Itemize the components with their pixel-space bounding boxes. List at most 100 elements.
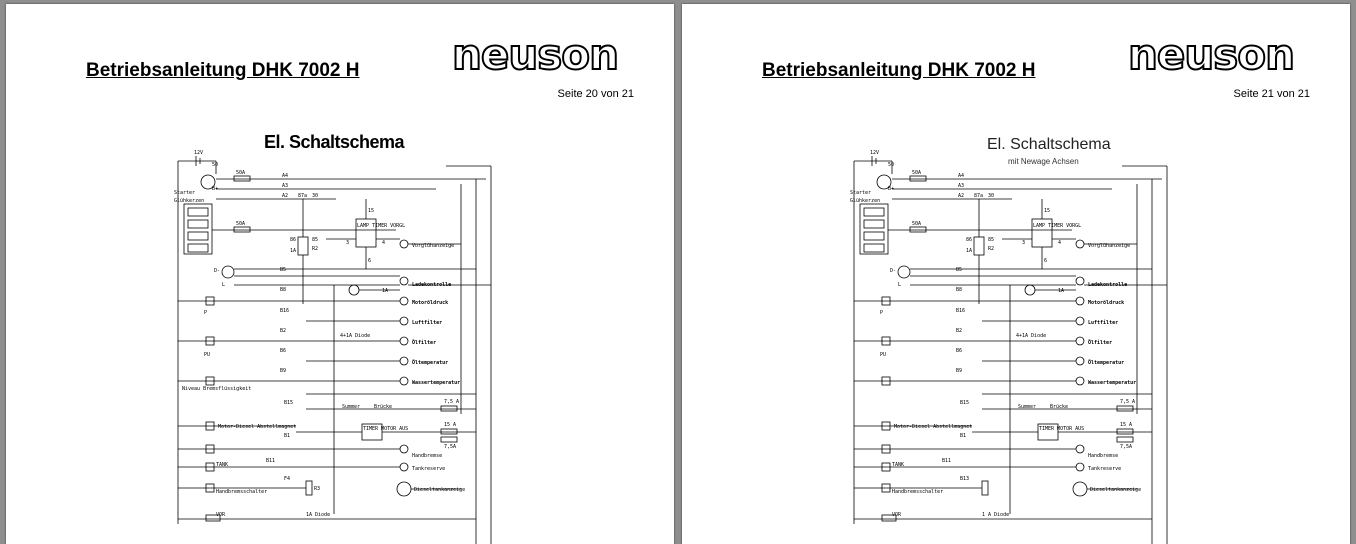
label-buzzer: Summer [342,404,360,410]
label-b1: B1 [960,433,966,439]
label-a3: A3 [958,183,964,189]
label-r2: R2 [988,246,994,252]
label-fuel-gauge: Dieseltankanzeige [414,487,465,493]
label-b9: B9 [956,368,962,374]
label-charge: Ladekontrolle [412,282,451,288]
label-t3: 3 [1022,240,1025,246]
label-vor: VOR [892,512,902,518]
label-diode: 4+1A Diode [340,333,370,339]
label-fuel-gauge: Dieseltankanzeige [1090,487,1141,493]
label-handbrake: Handbremse [1088,453,1118,459]
label-tank-reserve: Tankreserve [1088,466,1121,472]
label-bridge: Brücke [1050,404,1068,410]
label-t3: 3 [346,240,349,246]
label-fuse-1a: 1A [382,288,388,294]
label-fuse-50a-1: 50A [912,170,921,176]
label-shutoff: Motor-Diesel Abstellmagnet [218,424,296,430]
label-diode-1a: 1 A Diode [982,512,1009,518]
label-t1a: 1A [966,248,972,254]
label-t86: 86 [966,237,972,243]
label-glow-indicator: Vorglühanzeige [1088,243,1130,249]
label-pu: PU [880,352,886,358]
label-brake-fluid: Niveau Bremsflüssigkeit [182,386,251,392]
label-p: P [880,310,883,316]
label-t1a: 1A [290,248,296,254]
label-t87a: 87a [974,193,983,199]
label-t6: 6 [1044,258,1047,264]
label-battery: 12V [870,150,879,156]
document-page-20: Betriebsanleitung DHK 7002 H neuson Seit… [6,4,674,544]
label-b16: B16 [956,308,965,314]
label-t85: 85 [988,237,994,243]
label-a4: A4 [282,173,288,179]
label-bplus: B+ [888,186,894,192]
label-fuse-1a: 1A [1058,288,1064,294]
label-a4: A4 [958,173,964,179]
label-b8: B8 [956,287,962,293]
label-vor: VOR [216,512,226,518]
label-b11: B11 [266,458,275,464]
label-r3: R3 [314,486,320,492]
label-fuse-15a: 15 A [444,422,456,428]
label-t4: 4 [1058,240,1061,246]
label-charge: Ladekontrolle [1088,282,1127,288]
label-water-temp: Wassertemperatur [412,380,460,386]
label-fuse-75a-2: 7,5A [1120,444,1132,450]
label-t50: 50 [888,162,894,168]
label-lamp-timer: LAMP TIMER VORGL [1033,223,1081,229]
label-oil-temp: Öltemperatur [412,359,448,366]
label-t15: 15 [368,208,374,214]
label-f4: B13 [960,476,969,482]
schematic-subtitle: mit Newage Achsen [1008,157,1079,166]
label-handbrake-switch: Handbremsschalter [892,489,943,495]
label-oil-filter: Ölfilter [1088,339,1112,346]
label-b5: B5 [280,267,286,273]
label-air-filter: Luftfilter [412,320,442,326]
label-d-minus: D- [214,268,220,274]
label-b16: B16 [280,308,289,314]
label-b15: B15 [284,400,293,406]
label-battery: 12V [194,150,203,156]
wiring-schematic: 12V 50 B+ Starter Glühkerzen 50A 50A A4 … [174,150,492,544]
label-handbrake: Handbremse [412,453,442,459]
label-timer-motor: TIMER MOTOR AUS [1039,426,1084,432]
label-t30: 30 [312,193,318,199]
label-l: L [898,282,901,288]
label-fuse-75a: 7,5 A [444,399,459,405]
label-oil-filter: Ölfilter [412,339,436,346]
label-p: P [204,310,207,316]
label-b6: B6 [280,348,286,354]
label-fuse-75a-2: 7,5A [444,444,456,450]
label-tank: TANK [216,462,228,468]
label-fuse-50a-2: 50A [236,221,245,227]
label-t87a: 87a [298,193,307,199]
label-timer-motor: TIMER MOTOR AUS [363,426,408,432]
document-page-21: Betriebsanleitung DHK 7002 H neuson Seit… [682,4,1350,544]
label-f4: F4 [284,476,290,482]
label-t30: 30 [988,193,994,199]
label-b11: B11 [942,458,951,464]
schematic-title: El. Schaltschema [264,132,405,152]
label-air-filter: Luftfilter [1088,320,1118,326]
label-glow-plugs: Glühkerzen [174,198,204,204]
brand-logo: neuson [451,30,620,79]
brand-logo: neuson [1127,30,1296,79]
label-bridge: Brücke [374,404,392,410]
label-shutoff: Motor-Diesel Abstellmagnet [894,424,972,430]
label-water-temp: Wassertemperatur [1088,380,1136,386]
label-b8: B8 [280,287,286,293]
label-tank-reserve: Tankreserve [412,466,445,472]
label-t6: 6 [368,258,371,264]
wiring-schematic: 12V 50 B+ Starter Glühkerzen 50A 50A A4 … [850,150,1168,544]
label-l: L [222,282,225,288]
label-glow-plugs: Glühkerzen [850,198,880,204]
label-starter: Starter [850,190,871,196]
label-diode-1a: 1A Diode [306,512,330,518]
label-a2: A2 [282,193,288,199]
label-t50: 50 [212,162,218,168]
document-title: Betriebsanleitung DHK 7002 H [86,60,360,81]
label-r2: R2 [312,246,318,252]
label-lamp-timer: LAMP TIMER VORGL [357,223,405,229]
label-fuse-50a-2: 50A [912,221,921,227]
label-b2: B2 [280,328,286,334]
